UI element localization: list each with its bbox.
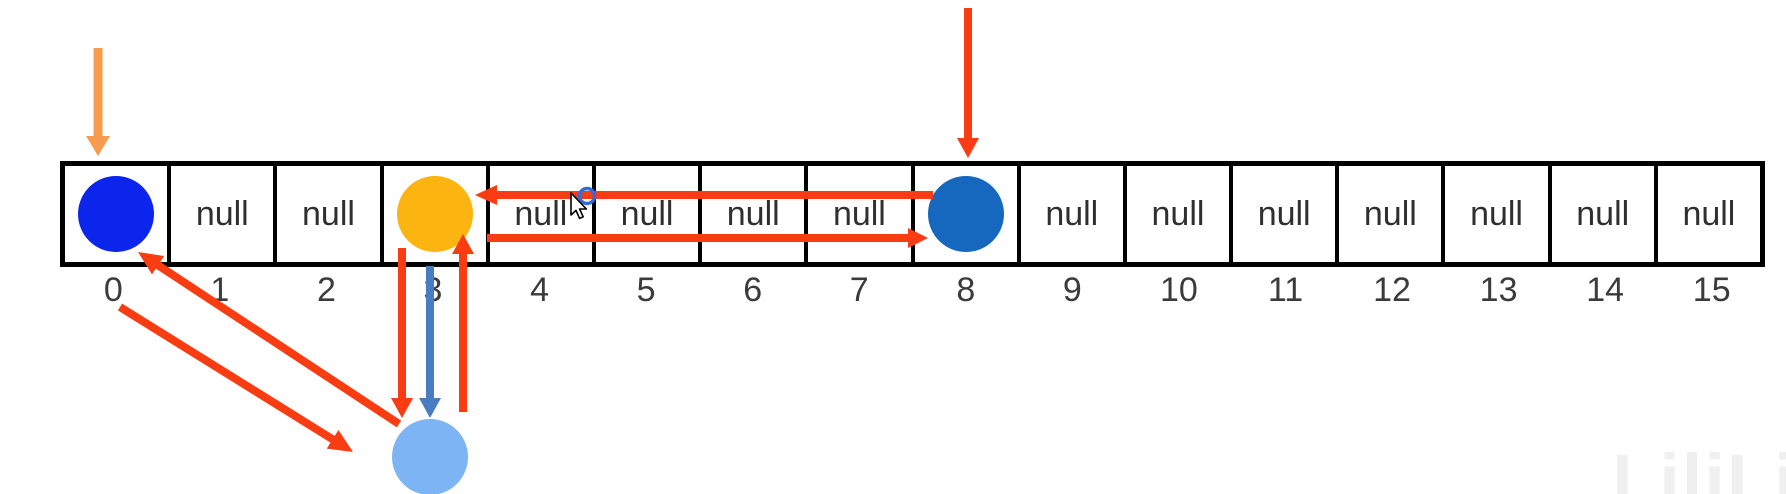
index-label-12: 12 xyxy=(1373,271,1411,309)
index-label-4: 4 xyxy=(530,271,549,309)
array-cell-4: null xyxy=(490,166,596,262)
array-cell-11: null xyxy=(1233,166,1340,262)
hash-array: null null null null null null null null null null… xyxy=(60,161,1765,267)
array-cell-14: null xyxy=(1552,166,1658,262)
cell-value-null: null xyxy=(1576,194,1630,233)
array-cell-9: null xyxy=(1021,166,1127,262)
index-label-11: 11 xyxy=(1267,271,1304,309)
cell-value-null: null xyxy=(620,194,674,233)
index-label-2: 2 xyxy=(316,271,336,309)
index-label-5: 5 xyxy=(636,271,656,309)
cell-value-null: null xyxy=(1151,194,1205,233)
index-label-8: 8 xyxy=(956,271,976,309)
index-label-6: 6 xyxy=(743,271,763,309)
array-cell-0 xyxy=(65,166,172,262)
index-label-15: 15 xyxy=(1692,271,1731,309)
array-cell-13: null xyxy=(1445,166,1552,262)
cell-value-null: null xyxy=(832,194,886,233)
index-label-9: 9 xyxy=(1062,271,1082,309)
array-cell-12: null xyxy=(1339,166,1446,262)
orange-entry-arrow-index0 xyxy=(86,48,110,156)
red-entry-arrow-index8 xyxy=(957,8,979,158)
index-label-7: 7 xyxy=(849,271,869,309)
index-label-14: 14 xyxy=(1586,271,1625,309)
cell-value-null: null xyxy=(1257,194,1311,233)
cell-value-null: null xyxy=(1682,194,1736,233)
red-diagonal-arrow-from-0 xyxy=(117,303,353,452)
array-cell-5: null xyxy=(596,166,703,262)
cursor-busy-ring-icon xyxy=(577,186,597,206)
medium-blue-node xyxy=(927,176,1004,252)
cell-value-null: null xyxy=(302,194,355,233)
array-cell-6: null xyxy=(702,166,809,262)
light-blue-node xyxy=(392,419,468,494)
array-cell-2: null xyxy=(277,166,384,262)
mouse-cursor xyxy=(570,186,597,220)
index-label-13: 13 xyxy=(1479,271,1518,309)
cell-value-null: null xyxy=(195,194,249,233)
array-cell-8 xyxy=(915,166,1021,262)
array-cell-15: null xyxy=(1658,166,1760,262)
array-cell-1: null xyxy=(171,166,278,262)
array-cell-10: null xyxy=(1127,166,1234,262)
cell-value-null: null xyxy=(514,194,568,233)
blue-node xyxy=(78,176,155,252)
orange-node xyxy=(396,176,473,252)
cell-value-null: null xyxy=(1470,194,1523,233)
array-cell-7: null xyxy=(808,166,915,262)
index-label-10: 10 xyxy=(1159,271,1198,309)
index-label-1: 1 xyxy=(210,271,230,309)
watermark: LiliLili xyxy=(1612,439,1786,494)
cell-value-null: null xyxy=(726,194,780,233)
cell-value-null: null xyxy=(1363,194,1417,233)
cell-value-null: null xyxy=(1045,194,1099,233)
index-label-0: 0 xyxy=(103,271,123,309)
array-cell-3 xyxy=(384,166,490,262)
cursor-pointer-icon xyxy=(570,192,588,220)
index-label-3: 3 xyxy=(423,271,443,309)
